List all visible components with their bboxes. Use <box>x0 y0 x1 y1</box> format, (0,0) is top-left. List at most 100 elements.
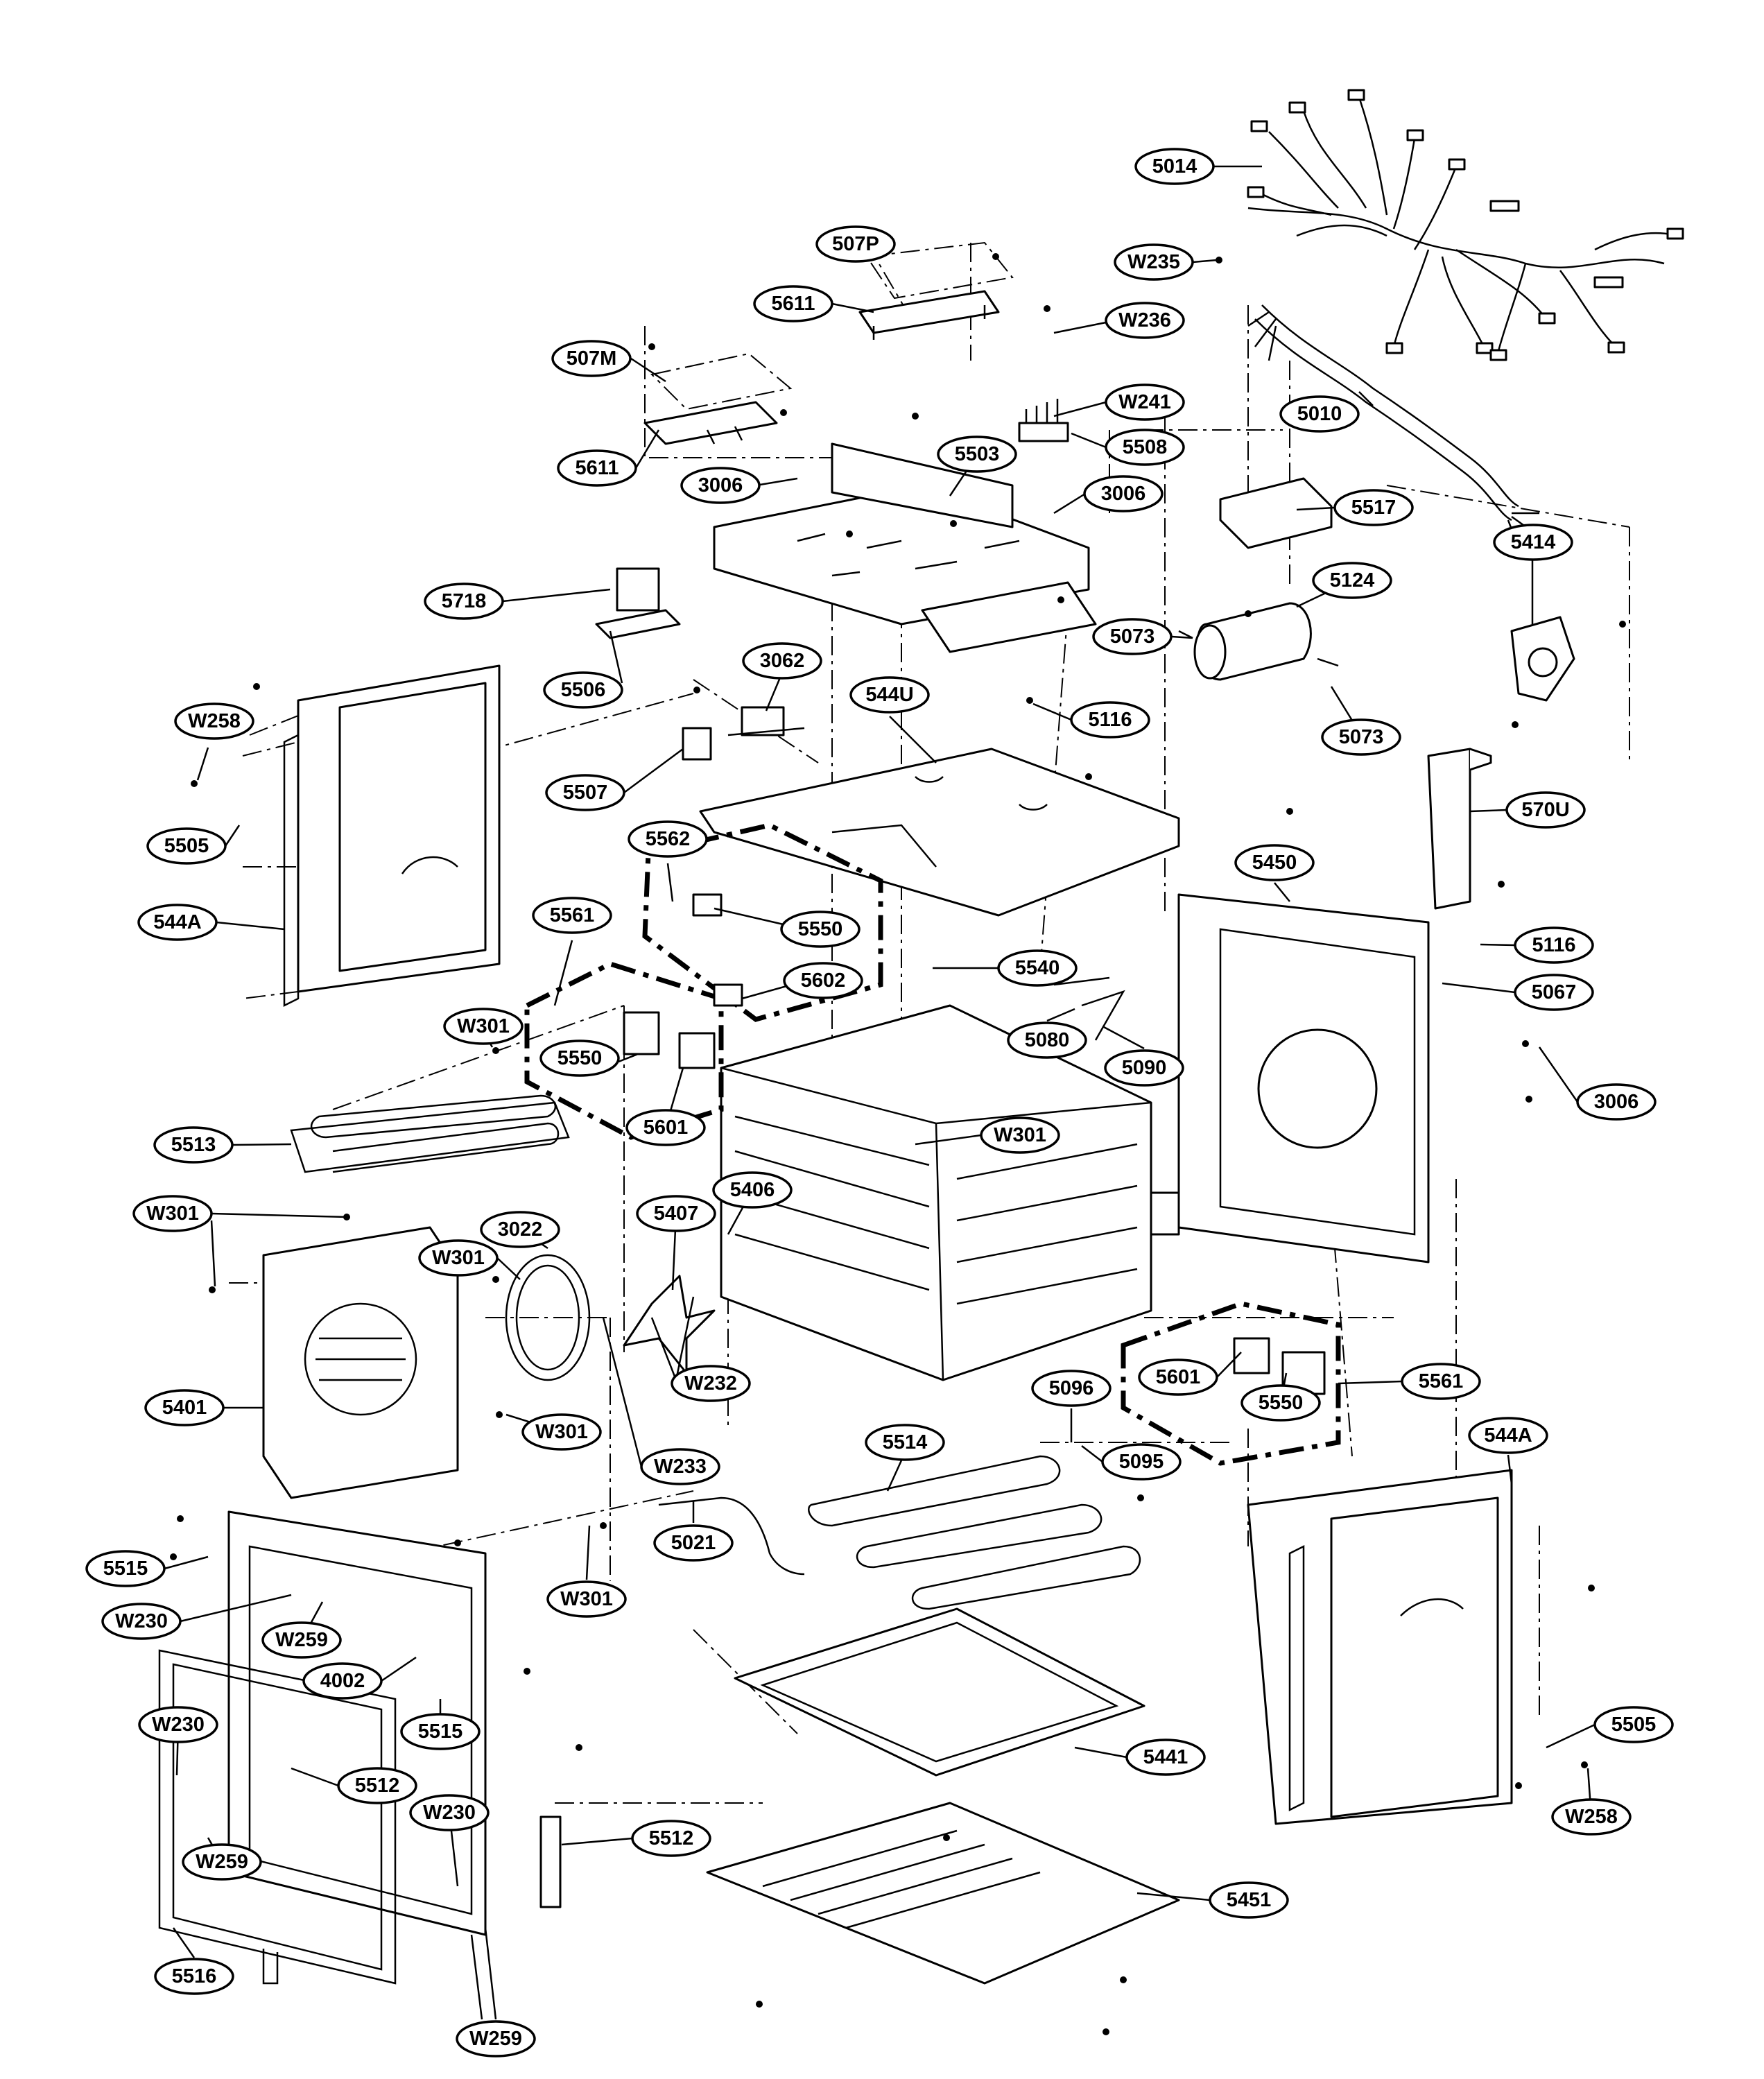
svg-text:W301: W301 <box>432 1247 485 1269</box>
svg-text:507P: 507P <box>832 233 879 255</box>
callout-5010: 5010 <box>1279 395 1360 433</box>
svg-text:5080: 5080 <box>1025 1029 1070 1051</box>
callout-5441: 5441 <box>1125 1739 1206 1776</box>
callout-507p: 507P <box>815 225 896 263</box>
callout-5550c: 5550 <box>1240 1384 1321 1422</box>
svg-text:5602: 5602 <box>801 969 846 992</box>
svg-text:W232: W232 <box>684 1372 737 1395</box>
callout-5407: 5407 <box>636 1195 716 1232</box>
svg-text:W301: W301 <box>560 1588 613 1610</box>
svg-text:3062: 3062 <box>760 650 805 672</box>
callout-5611a: 5611 <box>753 285 833 322</box>
svg-text:5561: 5561 <box>1419 1370 1464 1392</box>
callout-3022: 3022 <box>480 1211 560 1248</box>
svg-text:5515: 5515 <box>418 1720 463 1743</box>
fan-assembly-5414 <box>1510 616 1575 702</box>
callout-5561b: 5561 <box>1401 1363 1481 1400</box>
callout-570u: 570U <box>1505 791 1586 829</box>
callout-w259c: W259 <box>456 2020 536 2058</box>
callout-5503: 5503 <box>937 435 1017 473</box>
svg-text:5601: 5601 <box>643 1116 689 1139</box>
callout-544u: 544U <box>849 676 930 714</box>
svg-text:4002: 4002 <box>320 1670 365 1692</box>
svg-text:570U: 570U <box>1521 799 1569 821</box>
callout-5414: 5414 <box>1493 524 1573 561</box>
callout-5021: 5021 <box>653 1524 734 1562</box>
callout-w235: W235 <box>1114 243 1194 281</box>
svg-text:W301: W301 <box>146 1202 199 1225</box>
svg-text:5503: 5503 <box>955 443 1000 465</box>
bracket-5517 <box>1219 477 1333 549</box>
svg-text:W259: W259 <box>469 2028 522 2050</box>
svg-text:5505: 5505 <box>164 835 209 857</box>
callout-5401: 5401 <box>144 1389 225 1426</box>
svg-text:3006: 3006 <box>1594 1091 1639 1113</box>
svg-text:W259: W259 <box>196 1851 248 1873</box>
svg-text:5116: 5116 <box>1532 934 1576 956</box>
svg-text:5512: 5512 <box>355 1775 400 1797</box>
svg-text:5010: 5010 <box>1297 403 1342 425</box>
callout-5095: 5095 <box>1101 1443 1182 1481</box>
callout-5512a: 5512 <box>337 1767 417 1804</box>
callout-w230b: W230 <box>138 1706 218 1743</box>
callout-5116b: 5116 <box>1514 926 1594 964</box>
svg-text:W258: W258 <box>188 710 241 732</box>
thermostat-3062 <box>727 706 805 736</box>
callout-w236: W236 <box>1105 302 1185 339</box>
callout-w258a: W258 <box>174 702 254 740</box>
svg-text:3006: 3006 <box>1101 483 1146 505</box>
svg-text:5514: 5514 <box>883 1431 928 1453</box>
pcb-cover-507m <box>643 352 793 445</box>
svg-text:5517: 5517 <box>1351 497 1396 519</box>
callout-5515a: 5515 <box>85 1550 166 1587</box>
svg-text:5507: 5507 <box>563 782 608 804</box>
control-module-5550-lower <box>1233 1337 1326 1395</box>
callout-5601b: 5601 <box>1138 1358 1218 1396</box>
svg-text:5540: 5540 <box>1015 957 1060 979</box>
callout-5508: 5508 <box>1105 429 1185 466</box>
svg-text:5406: 5406 <box>730 1179 775 1201</box>
svg-text:5451: 5451 <box>1227 1889 1272 1911</box>
assembly-boundary-5562 <box>642 822 883 1022</box>
callout-5505b: 5505 <box>1593 1706 1674 1743</box>
transformer-5718 <box>595 567 681 639</box>
svg-text:5561: 5561 <box>550 904 595 926</box>
callout-3006b: 3006 <box>1083 475 1164 512</box>
callout-5073b: 5073 <box>1321 718 1401 756</box>
callout-5550a: 5550 <box>780 911 861 948</box>
callout-5450: 5450 <box>1234 844 1315 881</box>
convection-fan-5407 <box>623 1275 716 1374</box>
svg-text:5116: 5116 <box>1089 709 1132 731</box>
callout-5513: 5513 <box>153 1126 234 1164</box>
svg-text:5073: 5073 <box>1339 726 1384 748</box>
callout-5505a: 5505 <box>146 827 227 865</box>
oven-cavity-5406 <box>720 1004 1180 1381</box>
top-control-plate-5503 <box>713 442 1097 653</box>
svg-text:W241: W241 <box>1118 391 1171 413</box>
callout-w301b: W301 <box>980 1116 1060 1154</box>
svg-text:5512: 5512 <box>649 1827 694 1849</box>
svg-text:544U: 544U <box>865 684 913 706</box>
callout-5602: 5602 <box>783 962 863 999</box>
callout-5116a: 5116 <box>1070 701 1150 739</box>
side-panel-544a-right <box>1247 1469 1513 1825</box>
callout-5080: 5080 <box>1007 1021 1087 1059</box>
sensor-5080-5090 <box>1053 976 1125 1041</box>
callout-w241: W241 <box>1105 383 1185 421</box>
callout-5124: 5124 <box>1312 562 1392 599</box>
svg-text:3006: 3006 <box>698 474 743 497</box>
callout-3062: 3062 <box>742 642 822 680</box>
broil-element-5513 <box>290 1094 570 1173</box>
callout-5014: 5014 <box>1134 148 1215 185</box>
svg-text:5550: 5550 <box>557 1047 603 1069</box>
assembly-boundary-5561-upper <box>524 961 724 1140</box>
svg-text:5601: 5601 <box>1156 1366 1201 1388</box>
callout-w230a: W230 <box>101 1603 182 1640</box>
svg-text:W235: W235 <box>1127 251 1180 273</box>
callout-4002: 4002 <box>302 1662 383 1700</box>
callout-5562: 5562 <box>628 820 708 858</box>
callout-5550b: 5550 <box>539 1040 620 1077</box>
callout-w301a: W301 <box>443 1008 524 1045</box>
svg-text:5508: 5508 <box>1123 436 1168 458</box>
callout-507m: 507M <box>551 340 632 377</box>
